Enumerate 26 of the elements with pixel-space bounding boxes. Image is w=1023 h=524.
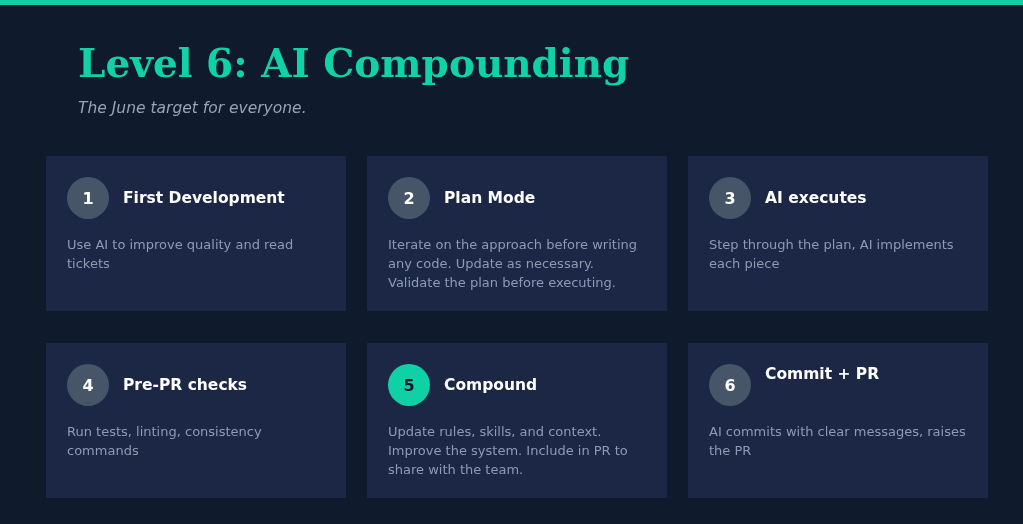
- step-heading: Plan Mode: [444, 188, 536, 209]
- step-heading: First Development: [123, 188, 285, 209]
- step-card: [367, 156, 667, 311]
- step-card: [367, 343, 667, 498]
- step-description: Update rules, skills, and context. Improve the system. Include in PR to share with the team.: [388, 423, 629, 479]
- step-heading: AI executes: [765, 188, 867, 209]
- step-heading: Commit + PR: [765, 364, 880, 385]
- step-number-circle: 3: [709, 177, 751, 219]
- step-description: AI commits with clear messages, raises the PR: [709, 423, 967, 460]
- slide-subtitle: The June target for everyone.: [78, 98, 307, 119]
- step-heading: Compound: [444, 375, 538, 396]
- step-card: [46, 343, 346, 498]
- step-card: [46, 156, 346, 311]
- step-description: Iterate on the approach before writing any code. Update as necessary. Validate the plan before executing.: [388, 236, 638, 292]
- slide-title: Level 6: AI Compounding: [78, 39, 630, 88]
- step-number-circle: 6: [709, 364, 751, 406]
- step-description: Step through the plan, AI implements each piece: [709, 236, 955, 273]
- step-description: Run tests, linting, consistency commands: [67, 423, 263, 460]
- step-number-circle: 1: [67, 177, 109, 219]
- step-number-circle: 2: [388, 177, 430, 219]
- step-number-circle: 4: [67, 364, 109, 406]
- step-description: Use AI to improve quality and read tickets: [67, 236, 295, 273]
- step-card: [688, 156, 988, 311]
- step-heading: Pre-PR checks: [123, 375, 248, 396]
- step-number-circle: 5: [388, 364, 430, 406]
- step-card: [688, 343, 988, 498]
